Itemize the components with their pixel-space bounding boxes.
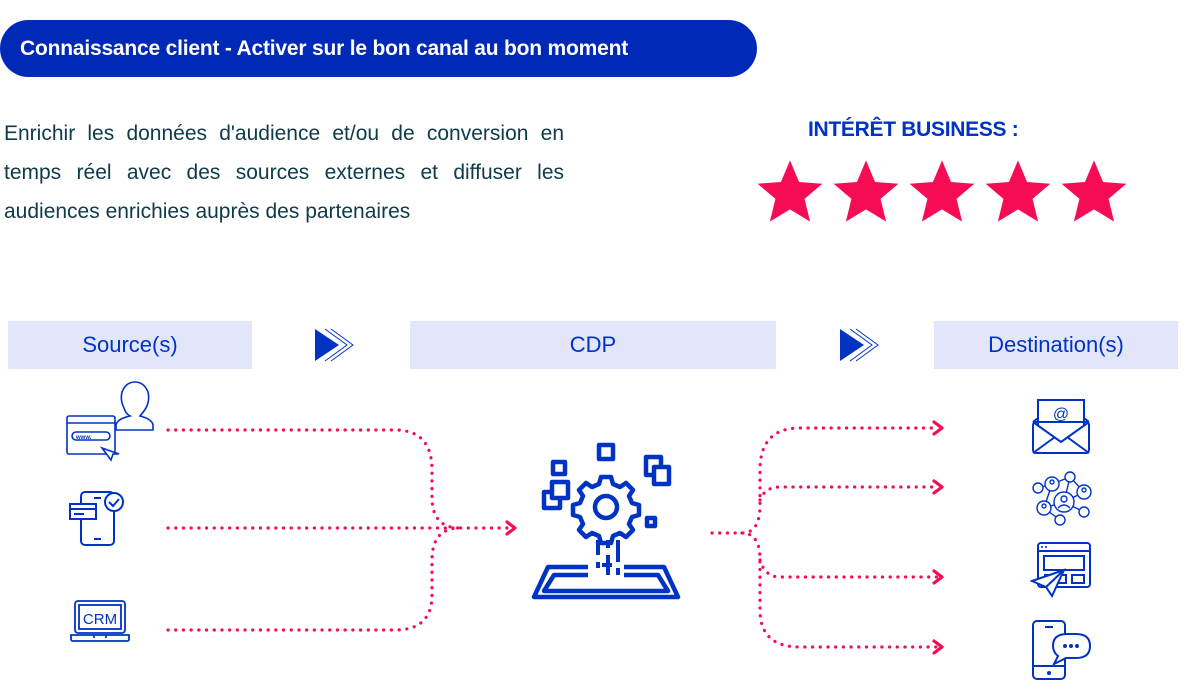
cdp-header: CDP <box>410 321 776 369</box>
double-chevron-right-icon <box>840 328 879 362</box>
rating-stars <box>754 156 1130 226</box>
destinations-header: Destination(s) <box>934 321 1178 369</box>
crm-laptop-icon: CRM <box>70 600 130 642</box>
social-network-icon <box>1032 471 1092 526</box>
mobile-chat-icon <box>1032 620 1092 680</box>
svg-text:www.: www. <box>75 435 92 441</box>
page-title-banner: Connaissance client - Activer sur le bon… <box>0 20 757 77</box>
business-interest-label: INTÉRÊT BUSINESS : <box>808 118 1019 141</box>
svg-text:@: @ <box>1053 406 1069 423</box>
star-icon <box>757 160 823 222</box>
sources-header: Source(s) <box>8 321 252 369</box>
star-icon <box>985 160 1051 222</box>
mobile-payment-check-icon <box>69 491 124 546</box>
web-user-browser-icon: www. <box>66 381 154 462</box>
svg-text:CRM: CRM <box>83 611 117 628</box>
cdp-gear-platform-icon <box>531 442 681 600</box>
star-icon <box>909 160 975 222</box>
web-send-paper-plane-icon <box>1030 542 1091 598</box>
description-text: Enrichir les données d'audience et/ou de… <box>4 122 564 223</box>
double-chevron-right-icon <box>315 328 354 362</box>
star-icon <box>1061 160 1127 222</box>
star-icon <box>833 160 899 222</box>
email-envelope-icon: @ <box>1032 399 1090 454</box>
